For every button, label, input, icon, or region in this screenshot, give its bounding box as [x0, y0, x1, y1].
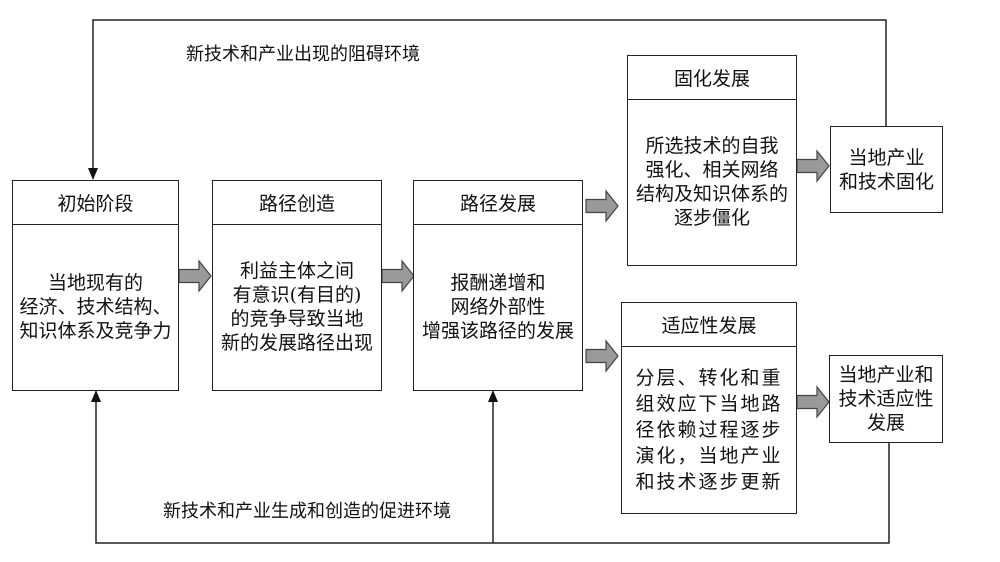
stage-body: 利益主体之间 有意识(有目的) 的竞争导致当地 新的发展路径出现 [220, 260, 373, 354]
stage-title: 路径创造 [213, 181, 381, 225]
arrow-development-to-adaptive [585, 339, 619, 373]
stage-adaptive: 适应性发展 分层、转化和重 组效应下当地路 径依赖过程逐步 演化，当地产业 和技… [621, 302, 797, 514]
stage-title: 路径发展 [414, 181, 582, 225]
stage-body: 当地现有的 经济、技术结构、 知识体系及竞争力 [19, 272, 172, 342]
stage-path-creation: 路径创造 利益主体之间 有意识(有目的) 的竞争导致当地 新的发展路径出现 [212, 180, 382, 391]
bottom-arrowhead-development [488, 390, 498, 402]
stage-body: 分层、转化和重 组效应下当地路 径依赖过程逐步 演化，当地产业 和技术逐步更新 [635, 366, 783, 493]
bottom-feedback-label: 新技术和产业生成和创造的促进环境 [163, 501, 451, 522]
arrow-lock-in-to-outcome [796, 149, 830, 183]
bottom-arrowhead-initial [91, 390, 101, 402]
arrow-adaptive-to-outcome [796, 385, 830, 419]
top-feedback-line [92, 19, 887, 170]
stage-initial: 初始阶段 当地现有的 经济、技术结构、 知识体系及竞争力 [12, 180, 179, 391]
arrow-development-to-lock-in [585, 189, 619, 223]
stage-path-development: 路径发展 报酬递增和 网络外部性 增强该路径的发展 [413, 180, 583, 391]
stage-lock-in: 固化发展 所选技术的自我 强化、相关网络 结构及知识体系的 逐步僵化 [627, 55, 797, 266]
stage-body: 所选技术的自我 强化、相关网络 结构及知识体系的 逐步僵化 [635, 135, 788, 229]
stage-body: 报酬递增和 网络外部性 增强该路径的发展 [421, 272, 574, 342]
top-feedback-label: 新技术和产业出现的阻碍环境 [186, 44, 420, 65]
arrow-creation-to-development [381, 259, 415, 293]
arrow-initial-to-creation [178, 259, 212, 293]
outcome-adaptive: 当地产业和 技术适应性 发展 [829, 355, 943, 443]
stage-title: 初始阶段 [13, 181, 178, 225]
stage-title: 适应性发展 [622, 303, 796, 347]
outcome-lock-in: 当地产业 和技术固化 [830, 126, 943, 213]
top-feedback-arrowhead [88, 168, 98, 180]
stage-title: 固化发展 [628, 56, 796, 100]
